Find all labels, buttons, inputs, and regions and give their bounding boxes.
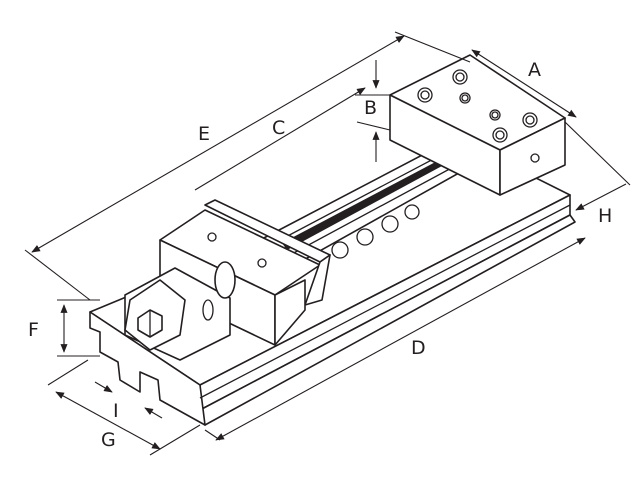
dimension-lines: [24, 31, 631, 456]
label-e: E: [198, 123, 210, 145]
label-f: F: [28, 319, 39, 341]
label-h: H: [598, 205, 612, 227]
label-a: A: [528, 59, 541, 81]
label-d: D: [411, 337, 426, 359]
label-b: B: [364, 97, 377, 119]
label-i: I: [113, 400, 119, 422]
label-g: G: [101, 429, 116, 451]
label-c: C: [272, 117, 285, 139]
